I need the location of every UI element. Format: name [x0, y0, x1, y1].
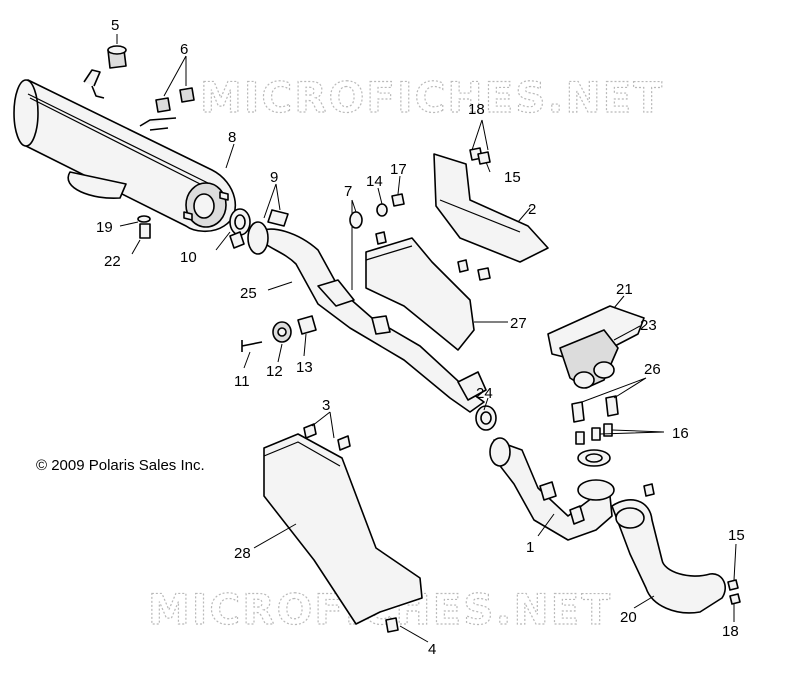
callout-10: 10 — [180, 249, 197, 266]
washer-nut-parts — [349, 193, 405, 229]
callout-3: 3 — [322, 397, 330, 414]
callout-4: 4 — [428, 641, 436, 658]
callout-28: 28 — [234, 545, 251, 562]
callout-13: 13 — [296, 359, 313, 376]
heat-shield-28 — [263, 423, 423, 633]
callout-12: 12 — [266, 363, 283, 380]
callout-20: 20 — [620, 609, 637, 626]
muffler-part — [13, 69, 237, 233]
heat-shield-27 — [365, 231, 491, 351]
callout-17: 17 — [390, 161, 407, 178]
callout-15-top: 15 — [504, 169, 521, 186]
washer-bolt-parts — [137, 215, 151, 239]
callout-9: 9 — [270, 169, 278, 186]
mount-hardware-parts — [241, 315, 317, 352]
callout-25: 25 — [240, 285, 257, 302]
callout-8: 8 — [228, 129, 236, 146]
callout-1: 1 — [526, 539, 534, 556]
head-pipe-part — [489, 437, 615, 541]
grommet-part — [107, 45, 127, 69]
callout-18-bottom: 18 — [722, 623, 739, 640]
gasket-spring-parts — [229, 208, 289, 249]
head-pipe-2-part — [611, 483, 741, 614]
bracket-part — [433, 147, 549, 263]
callout-6: 6 — [180, 41, 188, 58]
callout-21: 21 — [616, 281, 633, 298]
watermark-top: MICROFICHES.NET — [200, 73, 664, 122]
callout-23: 23 — [640, 317, 657, 334]
callout-15-bottom: 15 — [728, 527, 745, 544]
springs-bolts-parts — [571, 395, 619, 445]
callout-18-top: 18 — [468, 101, 485, 118]
callout-24: 24 — [476, 385, 493, 402]
callout-22: 22 — [104, 253, 121, 270]
copyright-notice: © 2009 Polaris Sales Inc. — [36, 457, 205, 474]
callout-16: 16 — [672, 425, 689, 442]
callout-2: 2 — [528, 201, 536, 218]
manifold-part — [547, 305, 645, 389]
callout-26: 26 — [644, 361, 661, 378]
exhaust-gasket-part — [475, 405, 497, 431]
mount-grommet-parts — [155, 87, 195, 113]
callout-19: 19 — [96, 219, 113, 236]
mid-pipe-part — [247, 200, 487, 413]
callout-14: 14 — [366, 173, 383, 190]
callout-27: 27 — [510, 315, 527, 332]
callout-11: 11 — [234, 373, 250, 390]
leader-lines — [116, 34, 737, 643]
callout-7: 7 — [344, 183, 352, 200]
callout-5: 5 — [111, 17, 119, 34]
